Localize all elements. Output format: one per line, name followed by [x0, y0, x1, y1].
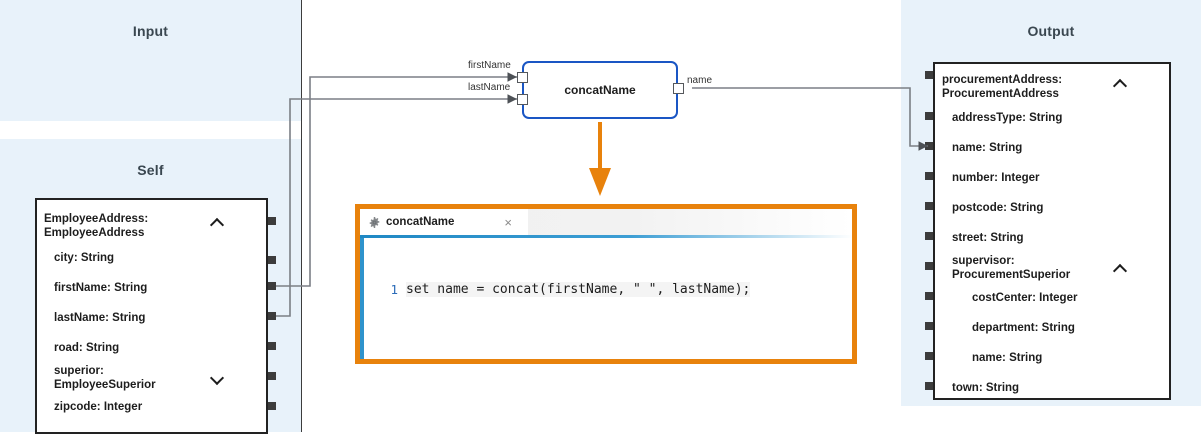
- self-field-lastname: lastName: String: [54, 312, 146, 324]
- code-editor-panel[interactable]: concatName × 1 set name = concat(firstNa…: [355, 204, 857, 364]
- function-node-label: concatName: [564, 83, 636, 97]
- output-object-box[interactable]: procurementAddress: ProcurementAddress a…: [933, 62, 1171, 400]
- output-field-costcenter: costCenter: Integer: [972, 292, 1078, 304]
- output-field-postcode: postcode: String: [952, 202, 1044, 214]
- node-output-port-name[interactable]: [673, 83, 684, 94]
- editor-code-area[interactable]: 1 set name = concat(firstName, " ", last…: [360, 235, 852, 359]
- output-header-collapse-chevron-up-icon[interactable]: [1113, 77, 1127, 91]
- self-field-firstname: firstName: String: [54, 282, 148, 294]
- self-header-collapse-chevron-up-icon[interactable]: [210, 216, 224, 230]
- output-port-name[interactable]: [925, 142, 933, 150]
- output-field-town: town: String: [952, 382, 1020, 394]
- output-port-postcode[interactable]: [925, 202, 933, 210]
- code-line-row[interactable]: 1 set name = concat(firstName, " ", last…: [364, 280, 852, 298]
- output-field-number: number: Integer: [952, 172, 1040, 184]
- self-field-road: road: String: [54, 342, 120, 354]
- gear-icon: [369, 216, 380, 228]
- node-output-label-name: name: [687, 75, 713, 86]
- editor-tab-concatname[interactable]: concatName ×: [360, 209, 528, 235]
- output-box-header: procurementAddress: ProcurementAddress: [942, 74, 1063, 100]
- node-input-label-lastname: lastName: [468, 82, 511, 93]
- output-port-costcenter[interactable]: [925, 292, 933, 300]
- self-port-superior[interactable]: [268, 372, 276, 380]
- input-panel: [0, 0, 301, 121]
- editor-tab-bar: concatName ×: [360, 209, 852, 235]
- code-line-text[interactable]: set name = concat(firstName, " ", lastNa…: [406, 281, 751, 297]
- output-port-subname[interactable]: [925, 352, 933, 360]
- output-supervisor-collapse-chevron-up-icon[interactable]: [1113, 262, 1127, 276]
- self-port-zipcode[interactable]: [268, 402, 276, 410]
- canvas-divider: [301, 0, 302, 432]
- close-icon[interactable]: ×: [504, 214, 512, 230]
- editor-tab-title: concatName: [386, 216, 455, 228]
- self-port-root[interactable]: [268, 217, 276, 225]
- output-port-root[interactable]: [925, 71, 933, 79]
- node-to-editor-arrowhead-icon: [589, 168, 611, 196]
- self-field-zipcode: zipcode: Integer: [54, 401, 143, 413]
- self-box-header: EmployeeAddress: EmployeeAddress: [44, 213, 149, 239]
- input-panel-title: Input: [132, 23, 169, 39]
- self-port-firstname[interactable]: [268, 282, 276, 290]
- output-port-town[interactable]: [925, 382, 933, 390]
- self-panel-title: Self: [137, 162, 164, 178]
- wire-name: [692, 87, 928, 151]
- output-field-street: street: String: [952, 232, 1024, 244]
- self-object-box[interactable]: EmployeeAddress: EmployeeAddress city: S…: [35, 198, 268, 434]
- editor-left-accent-rail: [360, 238, 364, 359]
- self-port-road[interactable]: [268, 342, 276, 350]
- self-port-city[interactable]: [268, 256, 276, 264]
- self-field-superior: superior: EmployeeSuperior: [54, 365, 156, 391]
- output-field-addresstype: addressType: String: [952, 112, 1063, 124]
- output-field-name: name: String: [952, 142, 1023, 154]
- output-port-street[interactable]: [925, 232, 933, 240]
- self-port-lastname[interactable]: [268, 312, 276, 320]
- self-field-city: city: String: [54, 252, 115, 264]
- output-port-addresstype[interactable]: [925, 112, 933, 120]
- function-node-concatname[interactable]: concatName: [522, 61, 678, 119]
- node-input-port-lastname[interactable]: [517, 94, 528, 105]
- output-port-department[interactable]: [925, 322, 933, 330]
- node-input-label-firstname: firstName: [468, 60, 511, 71]
- output-field-department: department: String: [972, 322, 1075, 334]
- output-port-supervisor[interactable]: [925, 262, 933, 270]
- output-field-subname: name: String: [972, 352, 1043, 364]
- self-superior-expand-chevron-down-icon[interactable]: [210, 372, 224, 386]
- code-line-number: 1: [390, 281, 398, 297]
- output-panel-title: Output: [1027, 23, 1075, 39]
- output-port-number[interactable]: [925, 172, 933, 180]
- output-field-supervisor: supervisor: ProcurementSuperior: [952, 255, 1071, 281]
- node-input-port-firstname[interactable]: [517, 72, 528, 83]
